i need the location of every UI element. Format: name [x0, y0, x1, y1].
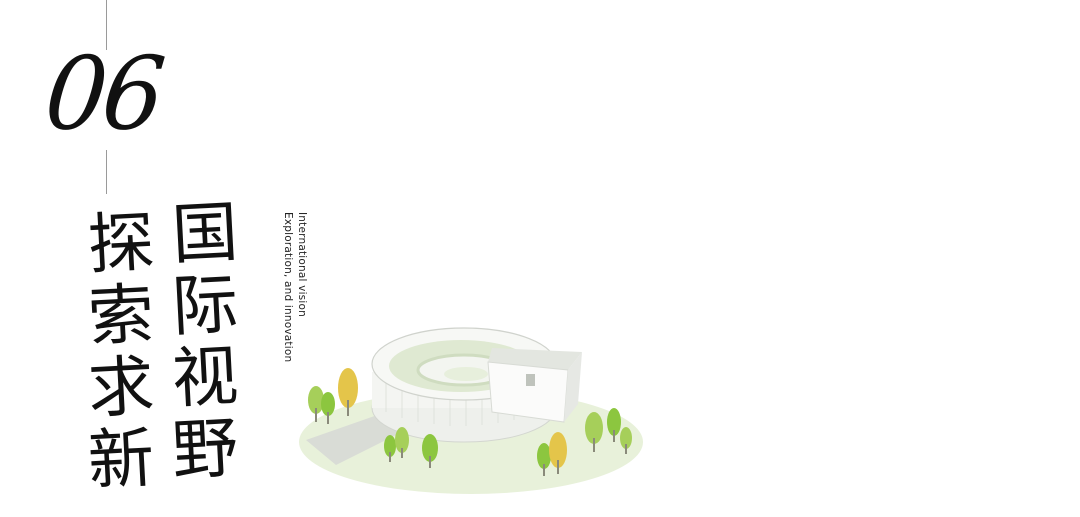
- building-illustration: [299, 327, 643, 494]
- vertical-rule-top: [106, 0, 107, 50]
- title-char: 国: [170, 193, 240, 274]
- annex-window: [526, 374, 535, 386]
- vertical-rule-bottom: [106, 150, 107, 194]
- title-char: 视: [170, 337, 240, 418]
- title-char: 新: [86, 419, 156, 500]
- tree-group: [308, 368, 632, 476]
- title-char: 求: [86, 347, 156, 428]
- title-column-right: 国 际 视 野: [170, 193, 240, 490]
- annex-top: [488, 348, 582, 370]
- subtitle-line-2: Exploration, and innovation: [282, 212, 294, 363]
- walkway-shape: [306, 412, 406, 465]
- title-char: 际: [170, 265, 240, 346]
- roof-court: [444, 367, 488, 381]
- title-char: 探: [86, 203, 156, 284]
- annex-front: [487, 361, 569, 423]
- subtitle-line-1: International vision: [296, 212, 308, 317]
- annex-side: [564, 352, 582, 422]
- section-number: 06: [39, 35, 167, 153]
- title-column-left: 探 索 求 新: [86, 203, 156, 500]
- title-char: 野: [170, 409, 240, 490]
- title-char: 索: [86, 275, 156, 356]
